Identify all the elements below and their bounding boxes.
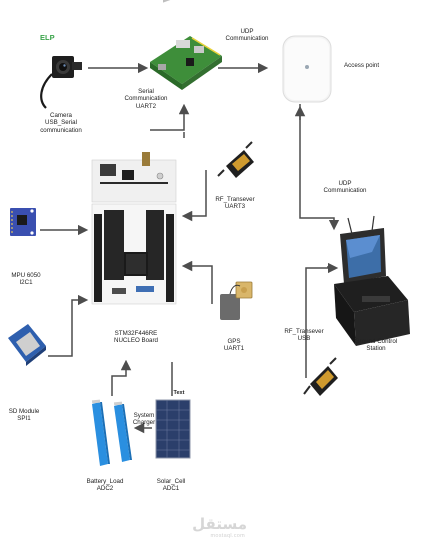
- rf-uart3-to-board-arrow: [181, 170, 207, 222]
- gps-label: GPS UART1: [223, 338, 245, 353]
- sd-to-board-arrow: [48, 294, 89, 357]
- udp-communication-top-label: UDP Communication: [225, 28, 269, 43]
- access-point-image: [282, 35, 332, 103]
- rf-transceiver-uart3-image: [217, 141, 254, 178]
- board-to-pi-arrow: [150, 103, 190, 131]
- solar-cell-image: [155, 399, 191, 459]
- mpu6050-label: MPU 6050 I2C1: [11, 272, 41, 287]
- rf-transceiver-usb-label: RF_Transever USB: [284, 328, 324, 343]
- access-point-label: Access point: [344, 62, 380, 69]
- serial-communication-label: Serial Communication UART2: [124, 88, 168, 110]
- gps-to-board-arrow: [181, 260, 213, 304]
- gps-image: [220, 281, 253, 320]
- text-tag: Text: [173, 390, 185, 396]
- nucleo-board-label: STM32F446RE NUCLEO Board: [113, 330, 159, 345]
- battery-image: [91, 399, 132, 466]
- watermark-brand: مستقل: [192, 515, 247, 533]
- watermark-domain: mostaql.com: [210, 533, 245, 539]
- access-point-to-gcs-arrow: [299, 104, 340, 231]
- camera-image: [40, 56, 82, 109]
- elp-logo: ELP: [40, 33, 55, 42]
- ground-control-station-label: Ground Control Station: [354, 338, 398, 353]
- battery-label: Battery_Load ADC2: [86, 478, 124, 493]
- sd-module-label: SD Module SPI1: [8, 408, 40, 423]
- udp-communication-right-label: UDP Communication: [323, 180, 367, 195]
- camera-label: Camera USB_Serial communication: [40, 112, 82, 134]
- sd-module-image: [8, 324, 46, 366]
- battery-to-board-arrow: [111, 359, 132, 396]
- rf-transceiver-uart3-label: RF_Transever UART3: [215, 196, 255, 211]
- system-charger-label: System Charger: [132, 412, 156, 427]
- rf-transceiver-usb-image: [303, 357, 338, 396]
- solar-cell-label: Solar_Cell ADC1: [156, 478, 186, 493]
- nucleo-board-image: [91, 152, 177, 305]
- mpu6050-image: [10, 208, 36, 236]
- raspberry-pi-image: [150, 0, 222, 90]
- ground-control-station-image: [334, 215, 410, 346]
- rf-usb-to-gcs-line: [305, 262, 339, 378]
